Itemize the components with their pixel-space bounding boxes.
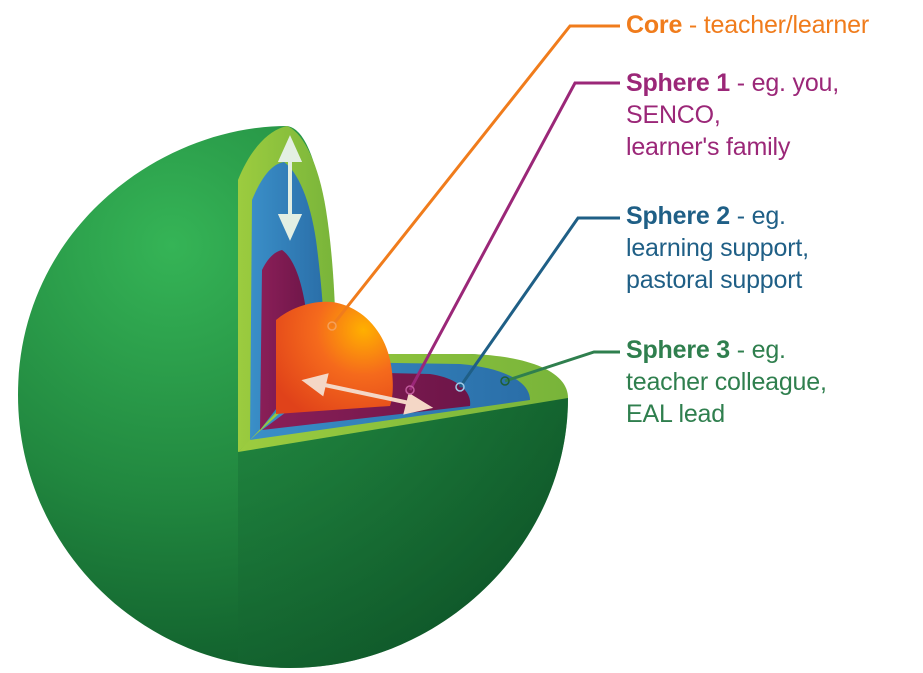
label-sphere-2-line-2: learning support, [626, 234, 809, 262]
label-sphere-3-line-3: EAL lead [626, 400, 725, 428]
label-core-heading: Core [626, 11, 683, 39]
leader-line-core [330, 24, 620, 327]
label-sphere-3-heading: Sphere 3 [626, 336, 731, 364]
radius-arrow-vertical [277, 135, 303, 241]
label-core: Core - teacher/learner [626, 9, 869, 41]
label-sphere-1-text: - eg. you, [730, 69, 839, 97]
leader-dot-core [327, 321, 337, 331]
label-sphere-1-line-3: learner's family [626, 133, 791, 161]
leader-dot-sphere-3 [500, 376, 510, 386]
leader-line-sphere-1 [408, 81, 620, 391]
radius-arrow-horizontal [301, 373, 434, 415]
label-sphere-2-text: - eg. [730, 202, 786, 230]
leader-line-sphere-2 [458, 216, 620, 388]
label-sphere-2-heading: Sphere 2 [626, 202, 731, 230]
leader-dot-sphere-1 [405, 385, 415, 395]
label-sphere-1-heading: Sphere 1 [626, 69, 731, 97]
label-sphere-2-line-3: pastoral support [626, 266, 803, 294]
label-sphere-3-text: - eg. [730, 336, 786, 364]
leader-dot-sphere-2 [455, 382, 465, 392]
label-sphere-3-line-2: teacher colleague, [626, 368, 827, 396]
core-sphere [276, 301, 393, 414]
label-sphere-1-line-2: SENCO, [626, 101, 721, 129]
leader-line-sphere-3 [504, 350, 620, 383]
label-sphere-2: Sphere 2 - eg. learning support, pastora… [626, 200, 809, 296]
label-sphere-3: Sphere 3 - eg. teacher colleague, EAL le… [626, 334, 827, 430]
label-core-text: - teacher/learner [682, 11, 869, 39]
label-sphere-1: Sphere 1 - eg. you, SENCO, learner's fam… [626, 67, 839, 163]
sphere-3-shadow [238, 398, 568, 668]
